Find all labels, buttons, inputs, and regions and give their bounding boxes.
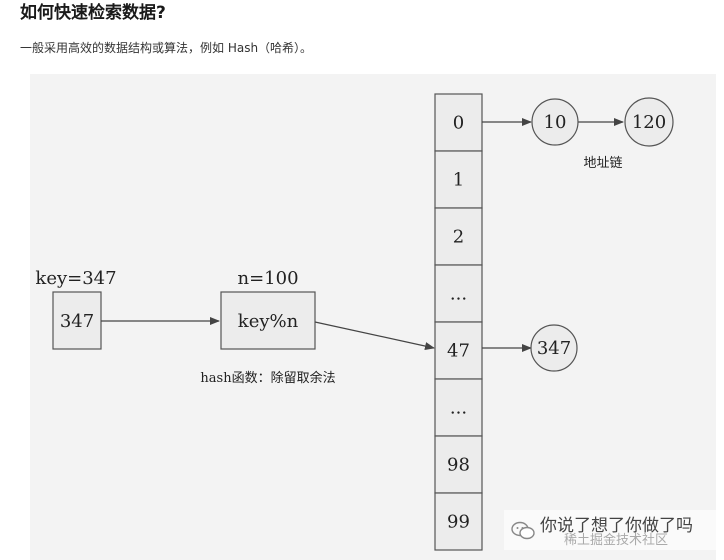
chain-node-10-label: 10 xyxy=(544,112,567,133)
bucket-label: 98 xyxy=(447,455,470,476)
bucket-label: 47 xyxy=(447,341,470,362)
bucket-cell xyxy=(434,321,483,380)
result-node-347 xyxy=(530,324,578,372)
bucket-cell xyxy=(434,492,483,551)
n-label: n=100 xyxy=(237,268,298,289)
page-title: 如何快速检索数据? xyxy=(20,3,166,23)
watermark-sub: 稀土掘金技术社区 xyxy=(564,533,669,548)
intro-text: 一般采用高效的数据结构或算法，例如 Hash（哈希）。 xyxy=(20,41,313,55)
key-box xyxy=(52,291,102,350)
hash-caption: hash函数：除留取余法 xyxy=(200,370,335,386)
watermark: 你说了想了你做了吗 稀土掘金技术社区 xyxy=(504,510,718,550)
bucket-label: ... xyxy=(450,398,467,419)
key-value: 347 xyxy=(60,311,94,332)
hash-function-expr: key%n xyxy=(238,311,299,332)
bucket-label: 2 xyxy=(453,227,464,248)
bucket-array: 0 1 2... 47... 98 99 xyxy=(434,93,483,551)
watermark-text: 你说了想了你做了吗 xyxy=(540,516,693,536)
bucket-cell xyxy=(434,378,483,437)
bucket-label: ... xyxy=(450,284,467,305)
chain-node-120 xyxy=(624,97,674,147)
chain-node-10 xyxy=(531,98,579,146)
result-node-label: 347 xyxy=(537,338,571,359)
chain-node-120-label: 120 xyxy=(632,112,666,133)
hash-function-box xyxy=(220,291,316,350)
diagram-panel xyxy=(30,74,716,560)
chain-label: 地址链 xyxy=(583,156,622,171)
bucket-label: 99 xyxy=(447,512,470,533)
bucket-label: 1 xyxy=(453,170,464,191)
key-label: key=347 xyxy=(35,268,116,289)
bucket-cell xyxy=(434,264,483,323)
arrow-hash-to-bucket xyxy=(314,321,435,350)
bucket-label: 0 xyxy=(453,113,464,134)
bucket-cell xyxy=(434,435,483,494)
wechat-icon xyxy=(511,521,535,540)
